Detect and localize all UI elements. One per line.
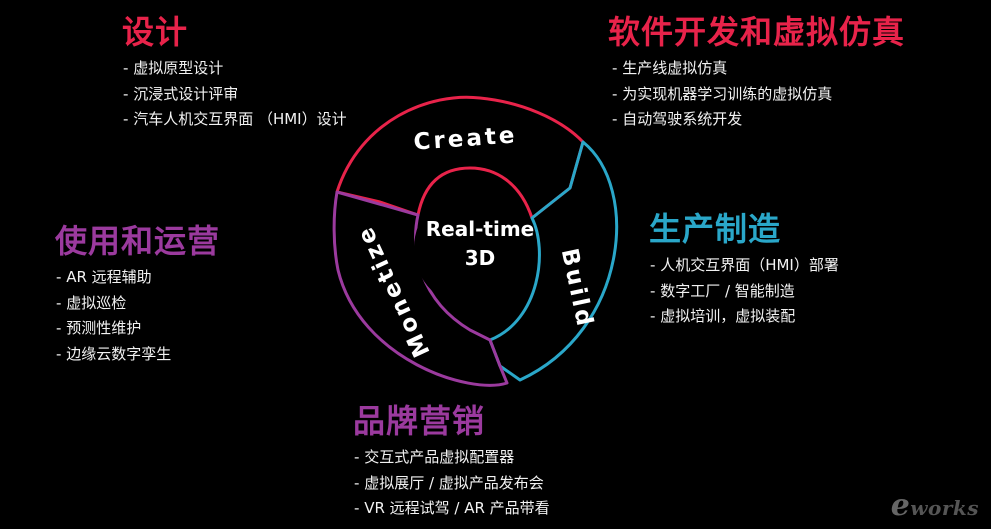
design-title: 设计 (122, 13, 189, 51)
list-item: 虚拟原型设计 (123, 56, 347, 82)
list-item: 沉浸式设计评审 (123, 82, 347, 108)
section-operate: 使用和运营 AR 远程辅助 虚拟巡检 预测性维护 边缘云数字孪生 (55, 221, 220, 367)
list-item: VR 远程试驾 / AR 产品带看 (354, 496, 550, 522)
center-label-line1: Real-time (426, 217, 534, 241)
design-list: 虚拟原型设计 沉浸式设计评审 汽车人机交互界面 （HMI）设计 (123, 56, 347, 133)
section-brand: 品牌营销 交互式产品虚拟配置器 虚拟展厅 / 虚拟产品发布会 VR 远程试驾 /… (353, 401, 550, 522)
cycle-diagram: Real-time 3D Create Build Monetize (332, 95, 619, 387)
manufacture-title: 生产制造 (649, 210, 782, 248)
list-item: 生产线虚拟仿真 (612, 56, 905, 82)
center-label-line2: 3D (465, 246, 496, 270)
software-title: 软件开发和虚拟仿真 (608, 13, 906, 51)
list-item: 预测性维护 (56, 316, 220, 342)
section-software: 软件开发和虚拟仿真 生产线虚拟仿真 为实现机器学习训练的虚拟仿真 自动驾驶系统开… (608, 12, 905, 133)
logo-rest: works (910, 496, 979, 520)
build-label: Build (556, 246, 598, 331)
operate-list: AR 远程辅助 虚拟巡检 预测性维护 边缘云数字孪生 (56, 265, 220, 367)
manufacture-list: 人机交互界面（HMI）部署 数字工厂 / 智能制造 虚拟培训，虚拟装配 (650, 253, 839, 330)
section-design: 设计 虚拟原型设计 沉浸式设计评审 汽车人机交互界面 （HMI）设计 (122, 12, 347, 133)
operate-title: 使用和运营 (55, 222, 221, 260)
brand-list: 交互式产品虚拟配置器 虚拟展厅 / 虚拟产品发布会 VR 远程试驾 / AR 产… (354, 445, 550, 522)
list-item: 数字工厂 / 智能制造 (650, 279, 839, 305)
software-list: 生产线虚拟仿真 为实现机器学习训练的虚拟仿真 自动驾驶系统开发 (612, 56, 905, 133)
brand-title: 品牌营销 (353, 402, 486, 440)
build-segment (488, 140, 619, 382)
list-item: 为实现机器学习训练的虚拟仿真 (612, 82, 905, 108)
list-item: 汽车人机交互界面 （HMI）设计 (123, 107, 346, 133)
list-item: 虚拟展厅 / 虚拟产品发布会 (354, 471, 550, 497)
logo-e: e (890, 488, 911, 523)
section-manufacture: 生产制造 人机交互界面（HMI）部署 数字工厂 / 智能制造 虚拟培训，虚拟装配 (649, 209, 839, 330)
list-item: 虚拟巡检 (56, 291, 220, 317)
eworks-watermark-logo: eworks (891, 488, 979, 523)
list-item: 人机交互界面（HMI）部署 (650, 253, 839, 279)
center-circle (414, 188, 534, 308)
list-item: 自动驾驶系统开发 (612, 107, 905, 133)
list-item: 虚拟培训，虚拟装配 (650, 304, 839, 330)
list-item: AR 远程辅助 (56, 265, 220, 291)
create-label: Create (413, 122, 518, 155)
list-item: 边缘云数字孪生 (56, 342, 220, 368)
list-item: 交互式产品虚拟配置器 (354, 445, 550, 471)
